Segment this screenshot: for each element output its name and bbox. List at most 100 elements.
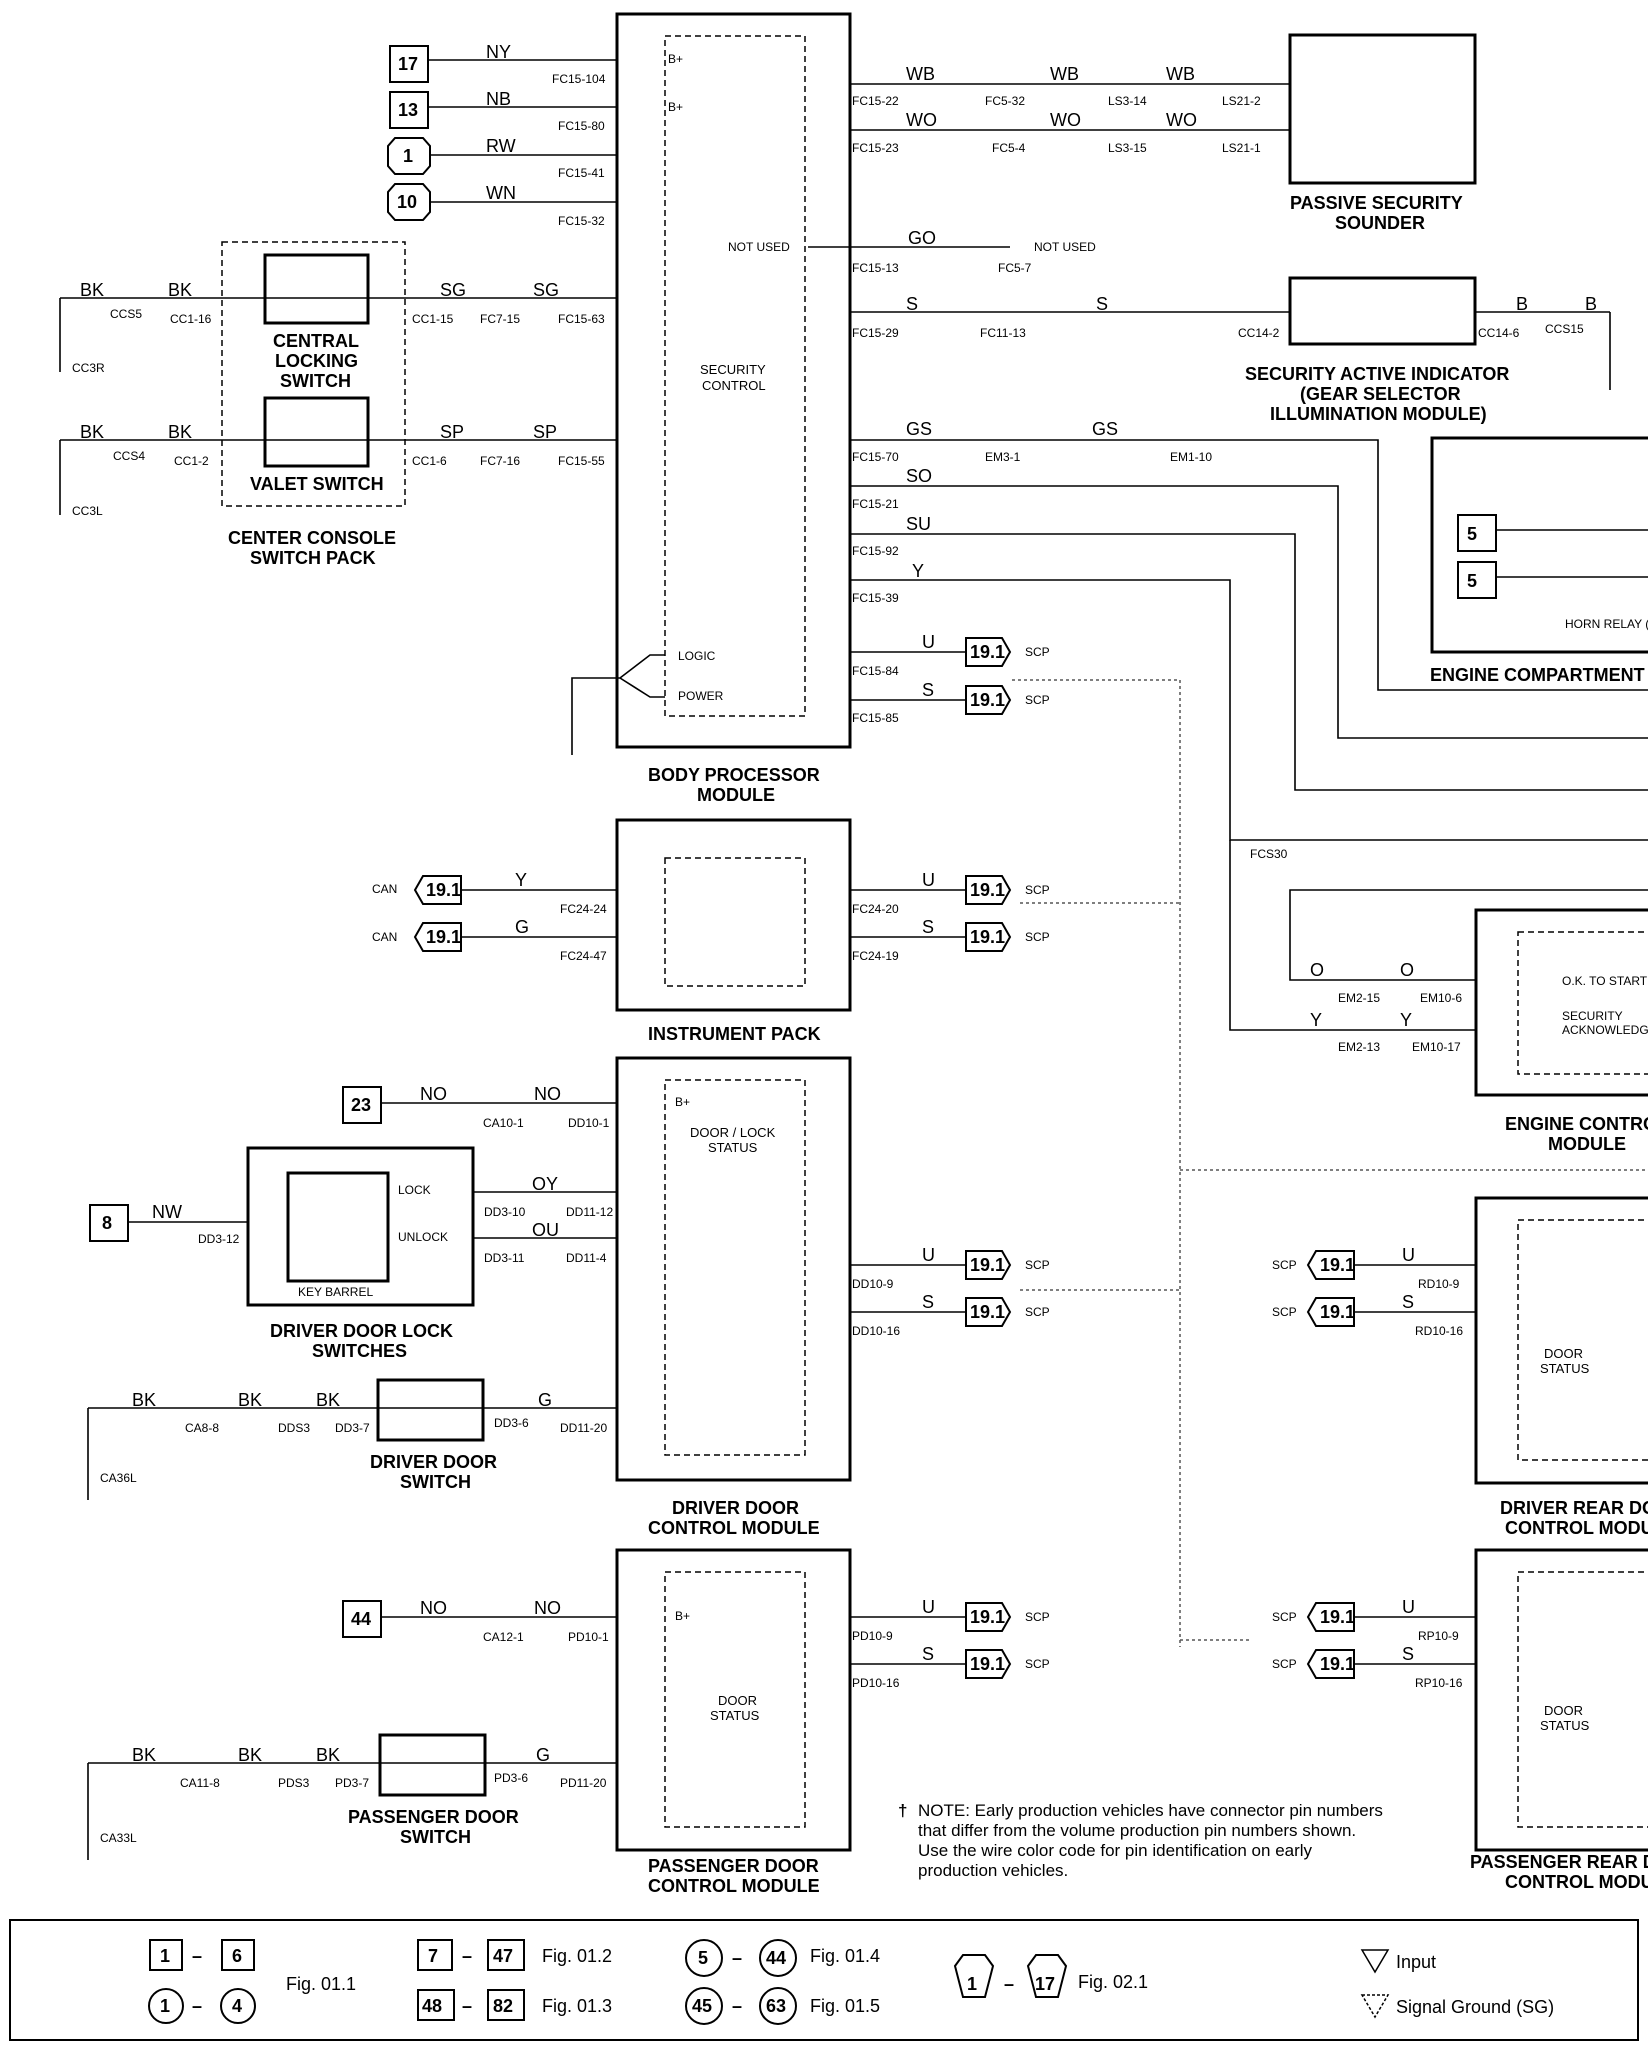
svg-text:EM2-15: EM2-15 [1338, 991, 1380, 1005]
instrument-pack-inner [664, 857, 806, 987]
driver-door-inner [664, 1079, 806, 1456]
svg-text:CA10-1: CA10-1 [483, 1116, 524, 1130]
svg-text:BK: BK [132, 1745, 156, 1765]
svg-text:BK: BK [132, 1390, 156, 1410]
svg-text:BK: BK [168, 280, 192, 300]
horn-relay-label: HORN RELAY (#6) † [1565, 617, 1648, 631]
svg-text:STATUS: STATUS [710, 1708, 760, 1723]
legend-box [9, 1919, 1639, 2041]
svg-text:Signal Ground (SG): Signal Ground (SG) [1396, 1997, 1554, 2017]
ip-can-y: CAN 19.1 Y FC24-24 [372, 870, 617, 916]
svg-text:G: G [536, 1745, 550, 1765]
bpm-inner-label-2: CONTROL [702, 378, 766, 393]
svg-text:WB: WB [906, 64, 935, 84]
pr-scp-u: SCP 19.1 U RP10-9 [1272, 1597, 1476, 1643]
svg-text:B+: B+ [675, 1095, 690, 1109]
svg-text:CA33L: CA33L [100, 1831, 137, 1845]
svg-text:19.1: 19.1 [970, 1607, 1005, 1627]
svg-text:CA8-8: CA8-8 [185, 1421, 219, 1435]
svg-text:RD10-16: RD10-16 [1415, 1324, 1463, 1338]
svg-text:BK: BK [80, 422, 104, 442]
engine-control-box [1474, 908, 1648, 1097]
svg-text:FC15-70: FC15-70 [852, 450, 899, 464]
driver-door-feed-23: 23 NO NO CA10-1 DD10-1 B+ [342, 1084, 690, 1130]
bpm-scp-s: S FC15-85 19.1 SCP [850, 680, 1050, 725]
svg-text:DD3-6: DD3-6 [494, 1416, 529, 1430]
svg-text:SCP: SCP [1025, 1258, 1050, 1272]
bpm-output-s: S S FC15-29 FC11-13 CC14-2 [850, 294, 1290, 340]
svg-text:B: B [1516, 294, 1528, 314]
bpm-output-gs: GS GS FC15-70 EM3-1 EM1-10 [850, 419, 1648, 691]
svg-text:UNLOCK: UNLOCK [398, 1230, 448, 1244]
svg-text:10: 10 [397, 192, 417, 212]
svg-text:LOCKING: LOCKING [275, 351, 358, 371]
svg-text:FC24-24: FC24-24 [560, 902, 607, 916]
svg-text:82: 82 [493, 1996, 513, 2016]
svg-text:1: 1 [160, 1996, 170, 2016]
svg-text:13: 13 [398, 100, 418, 120]
svg-text:DOOR: DOOR [1544, 1703, 1583, 1718]
central-locking-switch [263, 253, 370, 325]
svg-text:SP: SP [533, 422, 557, 442]
bpm-feed-13: 13 NB FC15-80 B+ [389, 89, 683, 133]
lock-switch-box [246, 1146, 475, 1307]
passenger-door-title-1: PASSENGER DOOR [648, 1856, 819, 1876]
driver-door-module-box [615, 1056, 852, 1482]
lock-switches-title-2: SWITCHES [312, 1341, 407, 1361]
svg-text:G: G [538, 1390, 552, 1410]
svg-text:DDS3: DDS3 [278, 1421, 310, 1435]
svg-text:CC1-15: CC1-15 [412, 312, 454, 326]
svg-text:O.K. TO START: O.K. TO START [1562, 974, 1648, 988]
svg-text:EM10-6: EM10-6 [1420, 991, 1462, 1005]
svg-text:19.1: 19.1 [970, 927, 1005, 947]
svg-text:FC15-23: FC15-23 [852, 141, 899, 155]
svg-text:PD3-7: PD3-7 [335, 1776, 369, 1790]
bpm-title-1: BODY PROCESSOR [648, 765, 820, 785]
svg-text:5: 5 [1467, 524, 1477, 544]
engine-compartment-box [1430, 436, 1648, 654]
svg-text:S: S [922, 917, 934, 937]
pd-scp-s: S PD10-16 19.1 SCP [850, 1644, 1050, 1690]
svg-text:FC15-13: FC15-13 [852, 261, 899, 275]
svg-text:DD3-12: DD3-12 [198, 1232, 240, 1246]
svg-text:–: – [732, 1996, 742, 2016]
svg-text:19.1: 19.1 [1320, 1255, 1355, 1275]
svg-text:1: 1 [403, 146, 413, 166]
driver-door-title-1: DRIVER DOOR [672, 1498, 799, 1518]
svg-text:–: – [732, 1948, 742, 1968]
svg-text:FC15-29: FC15-29 [852, 326, 899, 340]
valet-wiring: BK CCS4 BK CC1-2 SP SP CC1-6 FC7-16 FC15… [59, 422, 617, 518]
bpm-output-wo: WO WO WO FC15-23 FC5-4 LS3-15 LS21-1 [850, 110, 1290, 155]
svg-text:EM3-1: EM3-1 [985, 450, 1021, 464]
svg-text:S: S [1402, 1292, 1414, 1312]
svg-text:FC7-15: FC7-15 [480, 312, 520, 326]
passenger-door-feed-44: 44 NO NO CA12-1 PD10-1 B+ [342, 1598, 690, 1644]
svg-text:6: 6 [232, 1946, 242, 1966]
svg-text:FC24-19: FC24-19 [852, 949, 899, 963]
indicator-label-1: SECURITY ACTIVE INDICATOR [1245, 364, 1509, 384]
svg-text:17: 17 [398, 54, 418, 74]
bpm-feed-1: 1 RW FC15-41 [387, 136, 617, 180]
indicator-label-2: (GEAR SELECTOR [1300, 384, 1461, 404]
svg-text:G: G [515, 917, 529, 937]
bpm-output-so: SO FC15-21 [850, 466, 1648, 739]
svg-text:BK: BK [316, 1390, 340, 1410]
legend-fig011: 1 – 6 1 – 4 Fig. 01.1 [148, 1939, 356, 2024]
svg-text:U: U [922, 1597, 935, 1617]
svg-text:19.1: 19.1 [970, 1255, 1005, 1275]
svg-text:NO: NO [420, 1598, 447, 1618]
svg-text:LS3-15: LS3-15 [1108, 141, 1147, 155]
svg-text:OU: OU [532, 1220, 559, 1240]
svg-text:7: 7 [428, 1946, 438, 1966]
legend-fig021: 1 – 17 Fig. 02.1 [953, 1954, 1148, 1998]
svg-text:STATUS: STATUS [708, 1140, 758, 1155]
sounder-label-1: PASSIVE SECURITY [1290, 193, 1463, 213]
svg-text:PASSENGER DOOR: PASSENGER DOOR [348, 1807, 519, 1827]
svg-text:FCS30: FCS30 [1250, 847, 1288, 861]
svg-text:NW: NW [152, 1202, 182, 1222]
svg-text:RW: RW [486, 136, 516, 156]
driver-rear-title-2: CONTROL MODULE [1505, 1518, 1648, 1538]
legend-fig012: 7 – 47 Fig. 01.2 [417, 1939, 612, 1971]
svg-text:that differ from the volume pr: that differ from the volume production p… [918, 1821, 1356, 1840]
engine-control-inner [1517, 931, 1648, 1075]
